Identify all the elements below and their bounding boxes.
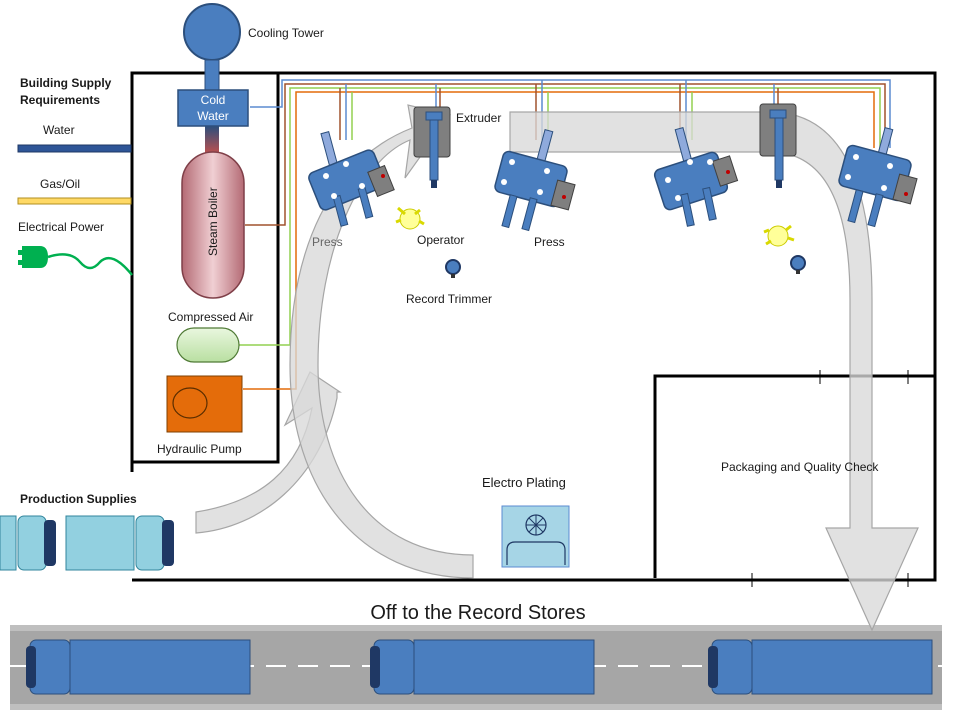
record-trimmer-label: Record Trimmer (406, 292, 492, 306)
water-line-legend (17, 144, 132, 153)
compressed-air-tank (176, 327, 240, 363)
boiler-pipe (205, 126, 219, 154)
delivery-truck-1 (26, 639, 251, 695)
cold-water-label-2: Water (197, 109, 229, 123)
press-machine-1 (308, 131, 395, 227)
delivery-truck-3 (708, 639, 933, 695)
packaging-label: Packaging and Quality Check (721, 460, 879, 474)
compressed-air-label: Compressed Air (168, 310, 253, 324)
electro-plating-label: Electro Plating (482, 475, 566, 490)
water-label: Water (43, 123, 75, 137)
operator-icon (395, 206, 425, 230)
production-flow-arrow (195, 104, 919, 632)
delivery-truck-2 (370, 639, 595, 695)
steam-boiler-label: Steam Boiler (206, 187, 220, 256)
power-plug-icon (18, 246, 133, 276)
extruder-machine-1 (413, 106, 451, 188)
press-machine-3 (653, 126, 739, 227)
cold-water-label-1: Cold (201, 93, 226, 107)
cooling-tower (183, 3, 241, 91)
record-trimmer-icon-2 (790, 255, 806, 274)
building-supply-title-1: Building Supply (20, 76, 112, 90)
hydraulic-pump-label: Hydraulic Pump (157, 442, 242, 456)
record-trimmer-icon (445, 259, 461, 278)
building-supply-title-2: Requirements (20, 93, 100, 107)
hydraulic-pump (166, 375, 243, 433)
building-walls (130, 71, 937, 582)
press-left-label: Press (312, 235, 343, 249)
operator-icon-2 (763, 224, 795, 247)
press-right-label: Press (534, 235, 565, 249)
operator-label: Operator (417, 233, 464, 247)
supply-truck (0, 515, 174, 571)
extruder-label: Extruder (456, 111, 501, 125)
production-supplies-label: Production Supplies (20, 492, 137, 506)
cold-water-tank (177, 89, 249, 127)
electrical-power-label: Electrical Power (18, 220, 104, 234)
electro-plating-tank (501, 505, 570, 568)
press-machine-2 (494, 128, 576, 232)
steam-boiler (181, 151, 245, 299)
gas-oil-label: Gas/Oil (40, 177, 80, 191)
extruder-machine-2 (759, 103, 797, 188)
cooling-tower-label: Cooling Tower (248, 26, 324, 40)
press-machine-4 (838, 126, 918, 228)
packaging-dimension-marks (751, 370, 935, 587)
off-to-stores-label: Off to the Record Stores (370, 602, 585, 624)
gas-line-legend (17, 197, 132, 205)
